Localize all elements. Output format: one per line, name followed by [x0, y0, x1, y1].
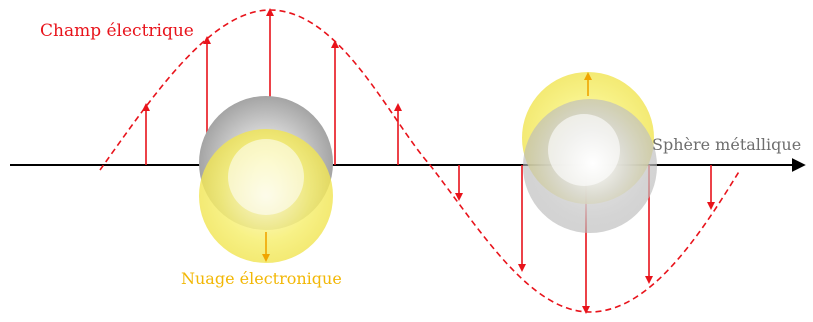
sphere-right-core: [548, 114, 620, 186]
cloud-label: Nuage électronique: [181, 269, 342, 288]
sphere-label: Sphère métallique: [652, 135, 801, 154]
sphere-right: [522, 72, 657, 233]
sphere-left: [199, 96, 333, 263]
sphere-left-core: [228, 139, 304, 215]
field-label: Champ électrique: [40, 21, 194, 41]
